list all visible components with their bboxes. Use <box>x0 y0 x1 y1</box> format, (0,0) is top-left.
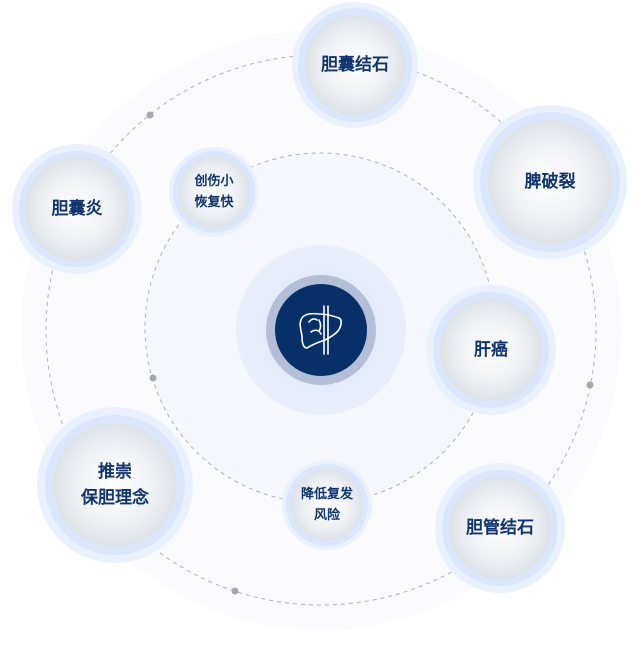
center-badge <box>275 284 367 376</box>
liver-icon <box>299 305 342 355</box>
node-label: 胆管结石 <box>466 518 534 538</box>
node-label: 脾破裂 <box>524 172 576 192</box>
node-minimal-trauma[interactable]: 创伤小 恢复快 <box>169 147 259 237</box>
orbit-dot <box>586 381 594 389</box>
node-liver-cancer[interactable]: 肝癌 <box>426 285 556 415</box>
outer-orbit <box>45 54 597 606</box>
node-label: 胆囊炎 <box>51 199 103 219</box>
orbit-dot <box>146 111 154 119</box>
node-bile-duct-stone[interactable]: 胆管结石 <box>435 463 565 593</box>
node-label: 胆囊结石 <box>321 55 389 75</box>
node-label: 肝癌 <box>474 340 508 360</box>
node-gallstone[interactable]: 胆囊结石 <box>292 2 418 128</box>
node-reduce-recurrence[interactable]: 降低复发 风险 <box>282 460 372 550</box>
node-label: 降低复发 风险 <box>300 487 353 523</box>
node-gallbladder-preservation[interactable]: 推崇 保胆理念 <box>37 407 193 563</box>
orbit-dot <box>231 587 239 595</box>
node-label: 推崇 保胆理念 <box>81 462 149 508</box>
node-label: 创伤小 恢复快 <box>194 174 234 210</box>
node-cholecystitis[interactable]: 胆囊炎 <box>12 144 142 274</box>
node-spleen-rupture[interactable]: 脾破裂 <box>473 105 627 259</box>
orbit-dot <box>149 374 157 382</box>
